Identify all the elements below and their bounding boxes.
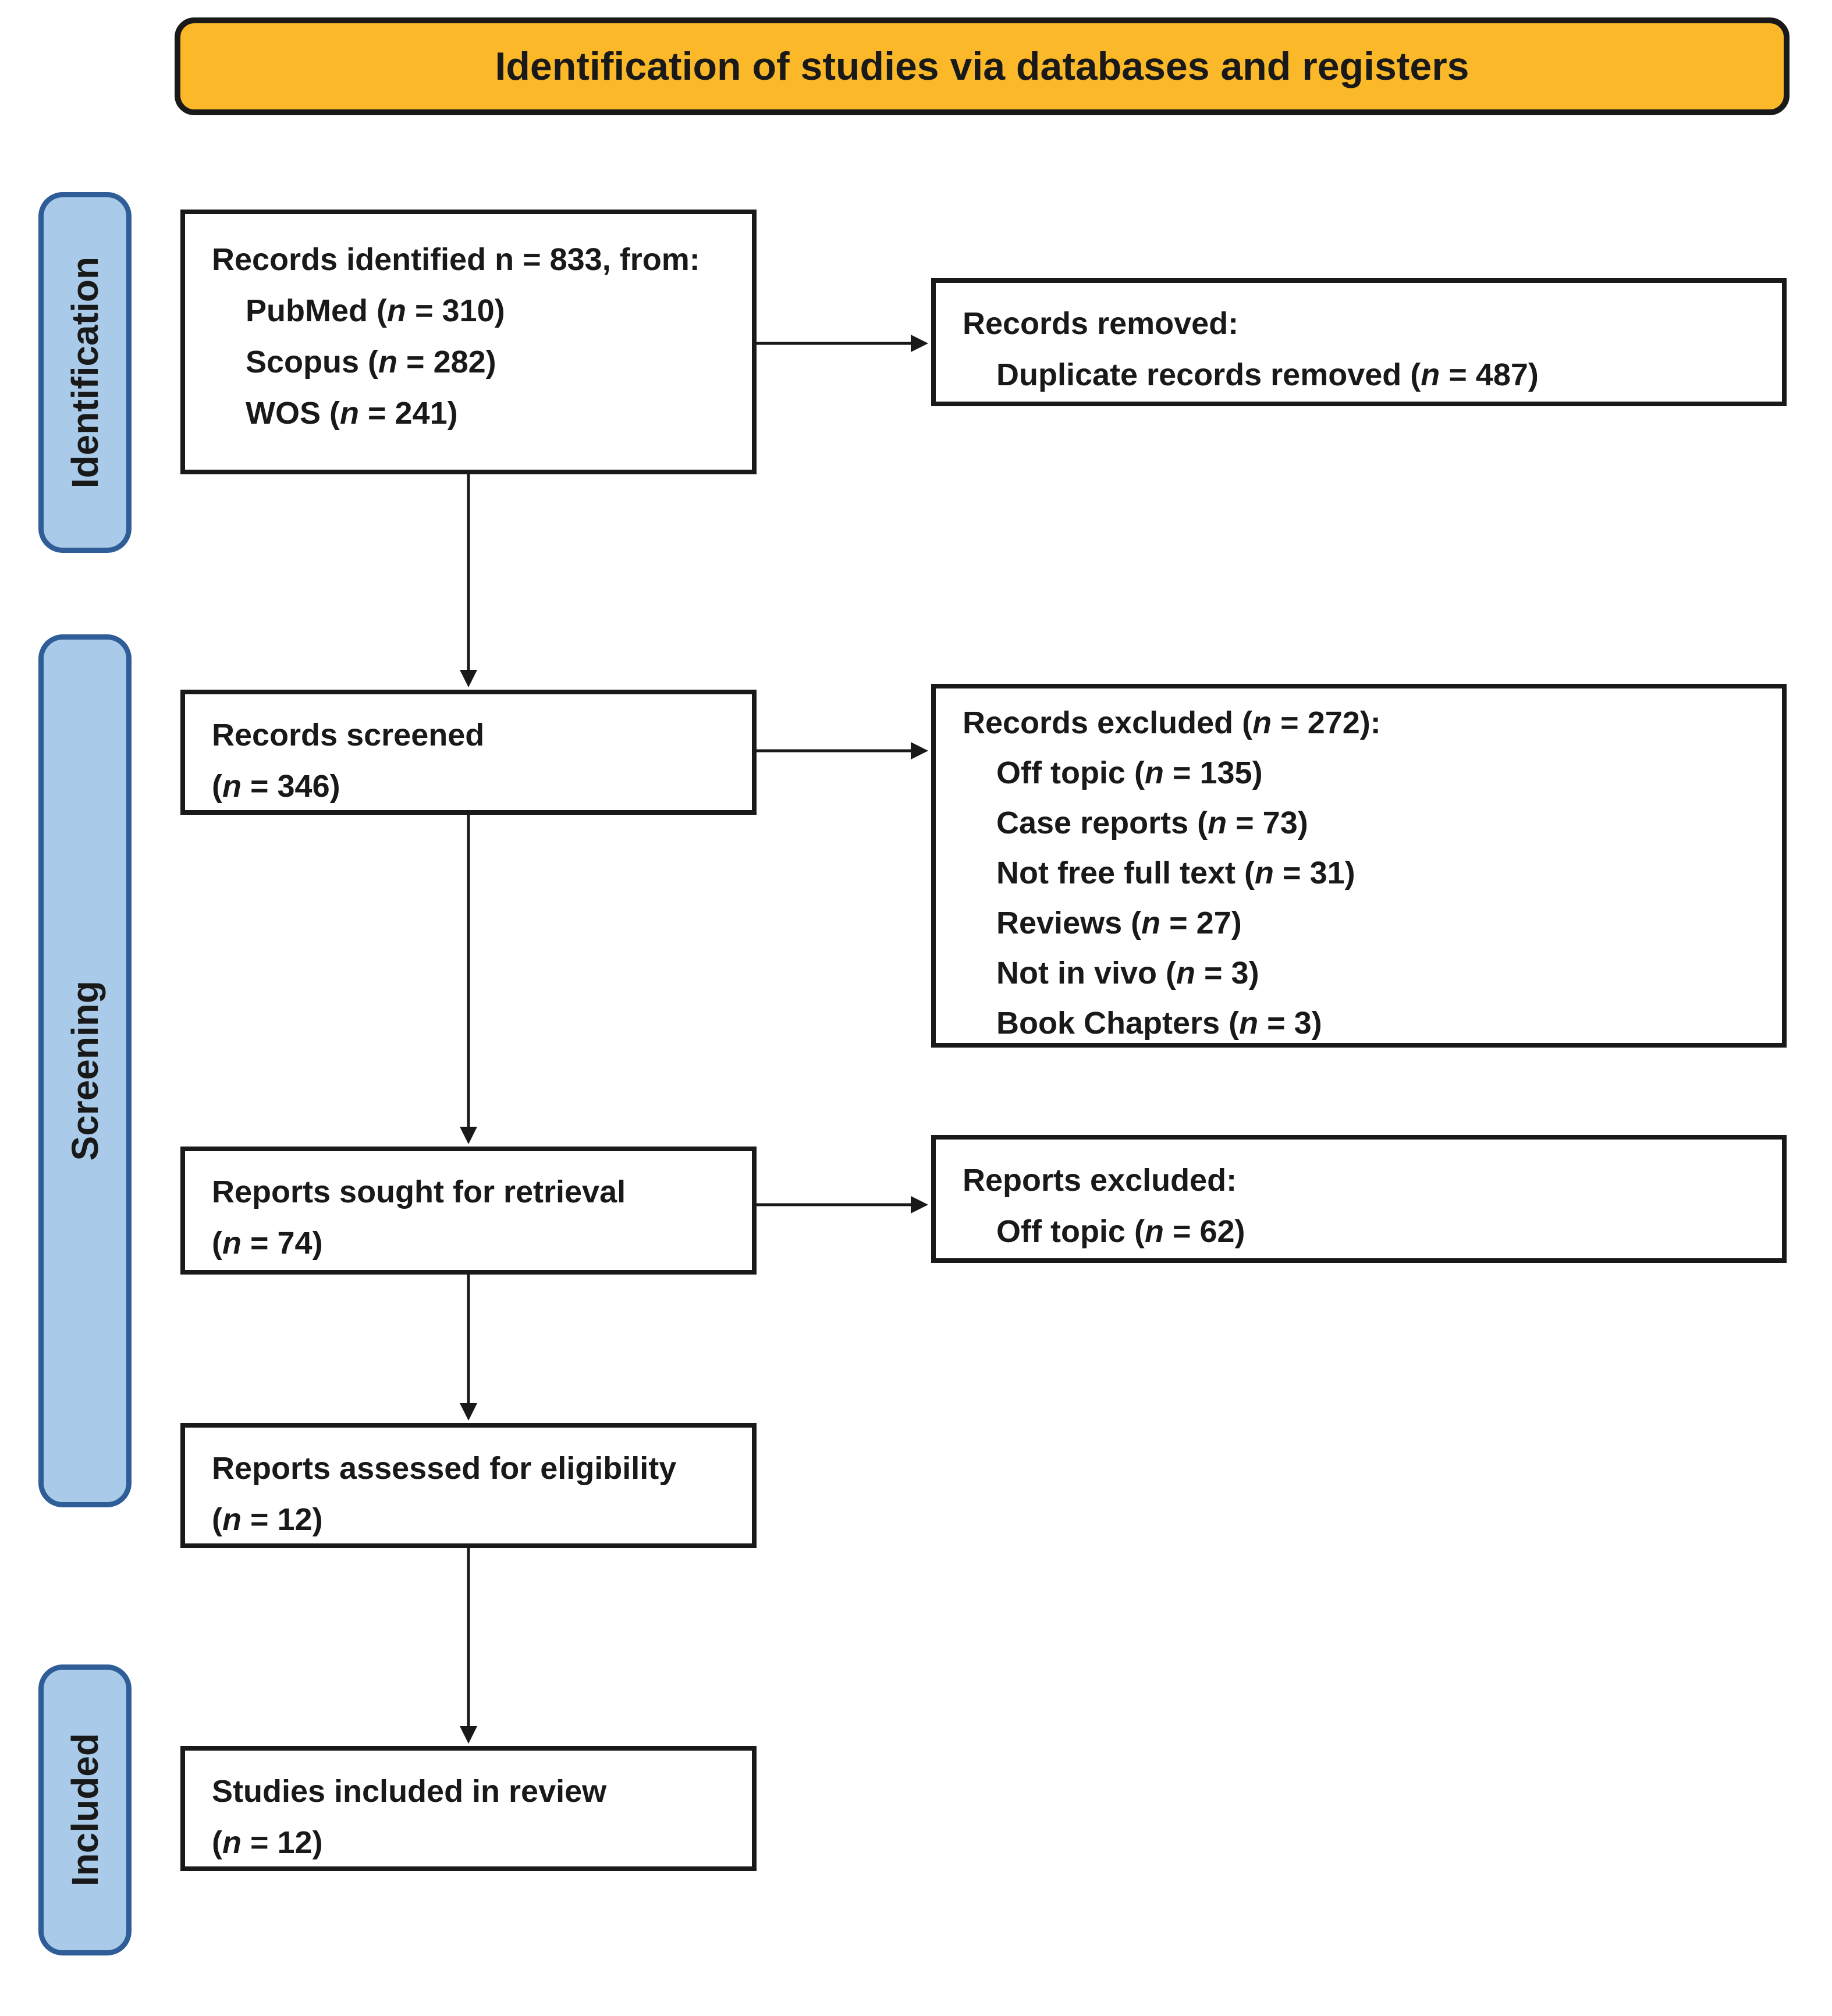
stage-label-screening: Screening: [64, 981, 106, 1161]
box-line: Book Chapters (n = 3): [996, 1006, 1322, 1041]
box-line: Off topic (n = 62): [996, 1214, 1245, 1249]
box-line: Reports assessed for eligibility: [212, 1451, 677, 1486]
box-line: (n = 12): [212, 1502, 323, 1537]
banner: Identification of studies via databases …: [175, 17, 1790, 115]
box-line: Studies included in review: [212, 1774, 607, 1809]
box-records-screened: Records screened (n = 346): [180, 690, 757, 815]
box-line: Scopus (n = 282): [246, 345, 496, 379]
stage-label-included: Included: [64, 1733, 106, 1887]
box-records-identified: Records identified n = 833, from: PubMed …: [180, 210, 757, 474]
box-line: Records excluded (n = 272):: [963, 705, 1381, 740]
box-line: (n = 12): [212, 1825, 323, 1860]
box-line: Reports excluded:: [963, 1163, 1237, 1198]
box-line: Records screened: [212, 718, 485, 753]
stage-label-identification: Identification: [64, 256, 106, 489]
box-records-removed: Records removed: Duplicate records remove…: [931, 278, 1787, 406]
stage-bar-screening: Screening: [38, 634, 132, 1507]
box-line: Reports sought for retrieval: [212, 1174, 626, 1209]
box-line: Records removed:: [963, 306, 1239, 341]
box-line: Off topic (n = 135): [996, 755, 1263, 790]
box-line: PubMed (n = 310): [246, 293, 505, 328]
box-studies-included: Studies included in review (n = 12): [180, 1746, 757, 1871]
box-line: Reviews (n = 27): [996, 906, 1242, 940]
box-line: Records identified n = 833, from:: [212, 242, 700, 277]
box-reports-assessed: Reports assessed for eligibility (n = 12): [180, 1423, 757, 1548]
box-line: WOS (n = 241): [246, 396, 458, 431]
box-line: (n = 74): [212, 1226, 323, 1261]
stage-bar-included: Included: [38, 1664, 132, 1955]
box-records-excluded: Records excluded (n = 272): Off topic (n …: [931, 684, 1787, 1048]
box-reports-sought: Reports sought for retrieval (n = 74): [180, 1147, 757, 1275]
box-line: Case reports (n = 73): [996, 805, 1308, 840]
stage-bar-identification: Identification: [38, 192, 132, 553]
banner-title: Identification of studies via databases …: [495, 44, 1469, 88]
box-line: (n = 346): [212, 769, 340, 804]
box-reports-excluded: Reports excluded: Off topic (n = 62): [931, 1135, 1787, 1263]
box-line: Duplicate records removed (n = 487): [996, 357, 1539, 392]
box-line: Not free full text (n = 31): [996, 856, 1355, 890]
box-line: Not in vivo (n = 3): [996, 956, 1259, 991]
